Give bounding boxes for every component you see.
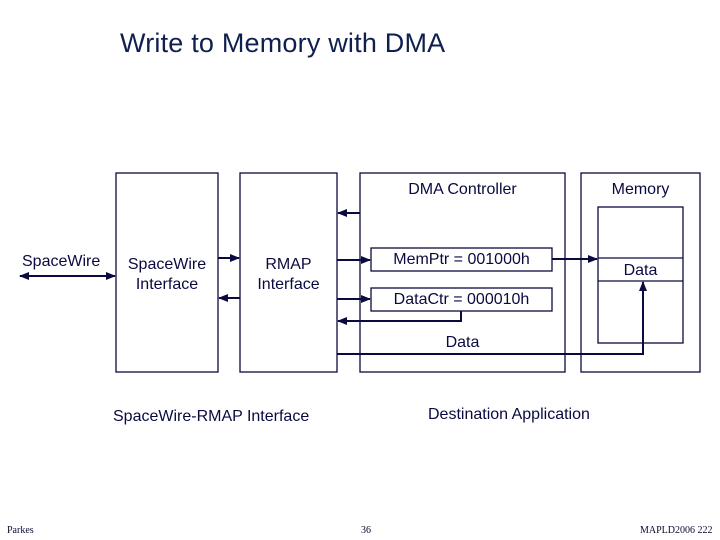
rmap-interface-label: RMAP Interface (240, 255, 337, 295)
memory-label: Memory (611, 181, 670, 198)
destination-application-group-label: Destination Application (428, 406, 590, 423)
footer-conference: MAPLD2006 222 (640, 525, 713, 536)
dma-controller-box (359, 172, 566, 373)
spacewire-interface-label: SpaceWire Interface (116, 255, 218, 295)
spacewire-rmap-group-label: SpaceWire-RMAP Interface (113, 408, 310, 425)
spacewire-interface-line2: Interface (135, 276, 199, 293)
memptr-register-label: MemPtr = 001000h (393, 251, 530, 268)
memory-array (597, 206, 684, 344)
footer-page-number: 36 (361, 525, 371, 536)
data-bus-arrow (337, 281, 647, 355)
dma-controller-label: DMA Controller (408, 181, 517, 198)
spacewire-interface-line1: SpaceWire (127, 256, 207, 273)
rmap-interface-line1: RMAP (265, 256, 312, 273)
datactr-register-label: DataCtr = 000010h (393, 291, 530, 308)
rmap-interface-line2: Interface (257, 276, 320, 293)
slide-title: Write to Memory with DMA (120, 28, 446, 58)
footer-author: Parkes (7, 525, 34, 536)
rmap-interface-box (239, 172, 338, 373)
memory-box (580, 172, 701, 373)
spacewire-link-label: SpaceWire (22, 253, 101, 270)
data-bus-label: Data (445, 334, 480, 351)
memory-cell-label: Data (623, 262, 658, 279)
spacewire-interface-box (115, 172, 219, 373)
datactr-to-rmap-arrow (337, 311, 462, 325)
